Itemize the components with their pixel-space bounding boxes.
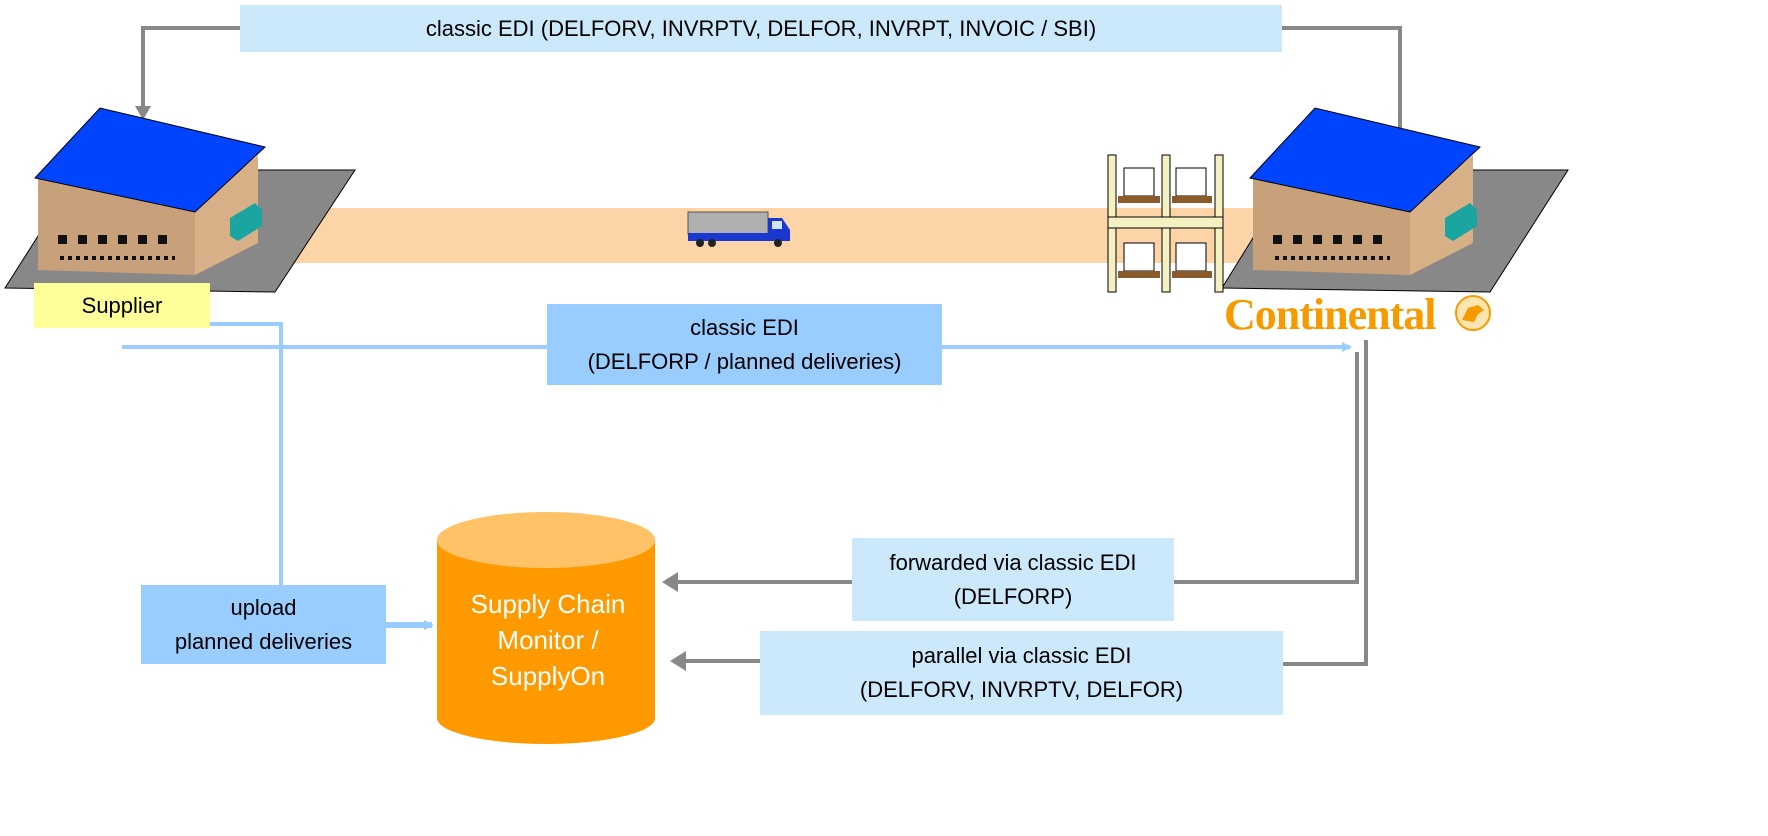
classic-edi-line1: classic EDI: [690, 314, 799, 340]
parallel-edi-box: parallel via classic EDI (DELFORV, INVRP…: [760, 631, 1283, 715]
pallet-rack-icon: [1107, 154, 1224, 293]
top-edi-message: classic EDI (DELFORV, INVRPTV, DELFOR, I…: [425, 15, 1097, 41]
truck-icon: [687, 211, 790, 247]
supplier-label: Supplier: [81, 292, 163, 318]
parallel-line2: (DELFORV, INVRPTV, DELFOR): [859, 677, 1184, 702]
customer-warehouse-icon: [1221, 107, 1569, 293]
forwarded-line1: forwarded via classic EDI: [889, 549, 1137, 575]
forwarded-edi-box: forwarded via classic EDI (DELFORP): [852, 538, 1174, 621]
parallel-line1: parallel via classic EDI: [911, 643, 1132, 668]
supplier-warehouse-icon: [4, 107, 356, 293]
supplier-label-box: Supplier: [34, 283, 210, 328]
upload-line1: upload: [230, 594, 297, 620]
database-line1: Supply Chain: [470, 589, 626, 619]
upload-line2: planned deliveries: [174, 628, 353, 654]
database-label: Supply Chain Monitor / SupplyOn: [440, 585, 656, 695]
classic-edi-box: classic EDI (DELFORP / planned deliverie…: [547, 304, 942, 385]
upload-box: upload planned deliveries: [141, 585, 386, 664]
top-arrowhead: [135, 106, 151, 120]
upload-connector: [122, 322, 283, 585]
return-connectors: [676, 340, 1368, 666]
parallel-arrowhead: [670, 651, 686, 671]
top-edi-message-box: classic EDI (DELFORV, INVRPTV, DELFOR, I…: [240, 5, 1282, 52]
forwarded-arrowhead: [662, 572, 678, 592]
database-line2: Monitor /: [497, 625, 599, 655]
top-edi-connector: [141, 26, 1402, 128]
forwarded-line2: (DELFORP): [953, 583, 1073, 609]
database-line3: SupplyOn: [490, 661, 606, 691]
continental-logo: Continental: [1224, 290, 1436, 339]
database-icon: [437, 512, 655, 744]
continental-horse-icon: [1455, 295, 1491, 331]
classic-edi-line2: (DELFORP / planned deliveries): [587, 348, 902, 374]
